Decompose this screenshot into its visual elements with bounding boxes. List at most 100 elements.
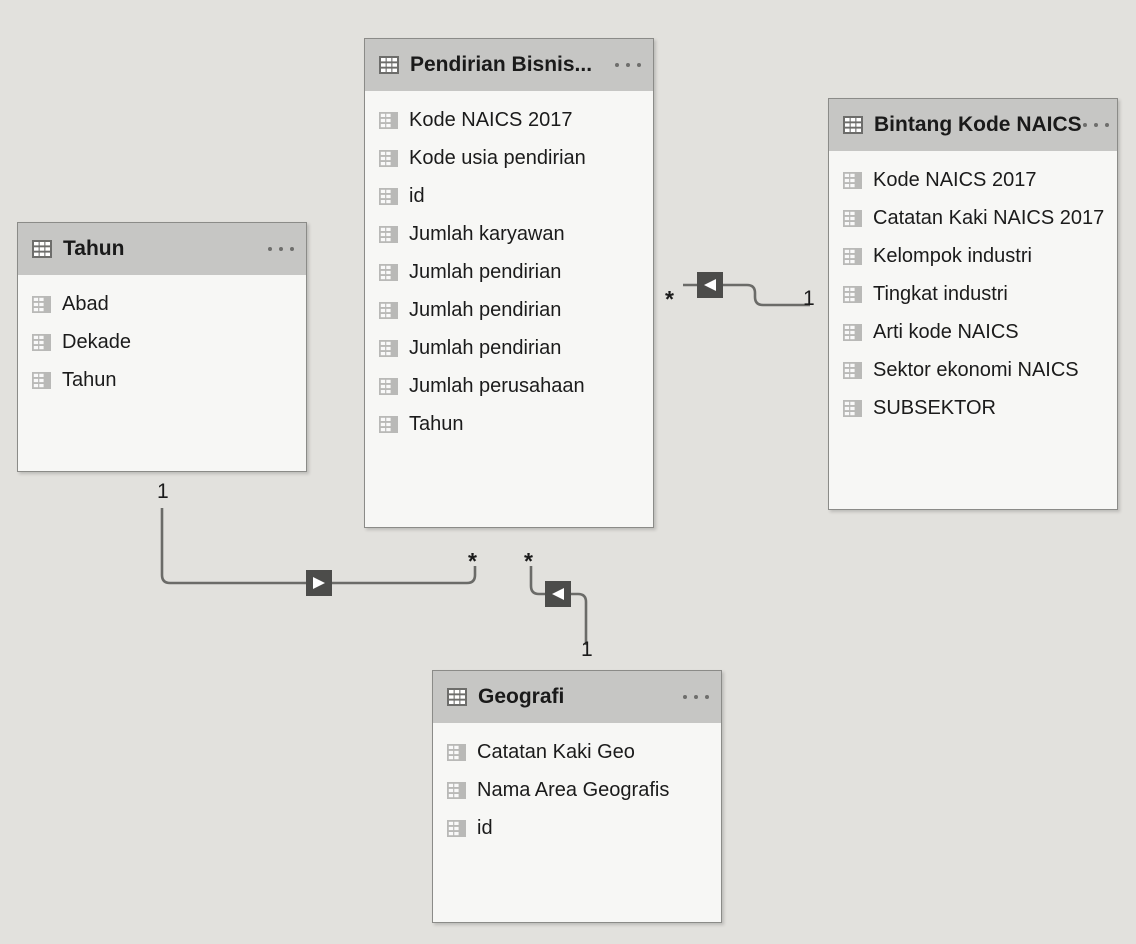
- field-label: Jumlah karyawan: [409, 222, 565, 245]
- field-label: Kelompok industri: [873, 244, 1032, 267]
- field-row[interactable]: Jumlah pendirian: [365, 291, 653, 329]
- field-label: Jumlah pendirian: [409, 260, 562, 283]
- field-row[interactable]: Kode usia pendirian: [365, 139, 653, 177]
- field-row[interactable]: Jumlah pendirian: [365, 253, 653, 291]
- table-grid-icon: [32, 240, 52, 258]
- table-title: Pendirian Bisnis...: [410, 53, 593, 76]
- column-grid-icon: [379, 149, 398, 167]
- cardinality-label-pendirian-geografi-one: 1: [581, 638, 593, 661]
- field-label: Abad: [62, 292, 109, 315]
- field-row[interactable]: Dekade: [18, 323, 306, 361]
- field-list-pendirian-bisnis: Kode NAICS 2017 Kode usia pendirian: [365, 91, 653, 443]
- column-grid-icon: [843, 171, 862, 189]
- table-card-tahun[interactable]: Tahun Abad: [17, 222, 307, 472]
- column-grid-icon: [843, 247, 862, 265]
- field-list-geografi: Catatan Kaki Geo Nama Area Geografis: [433, 723, 721, 847]
- table-grid-icon: [379, 56, 399, 74]
- relationship-pendirian-geografi[interactable]: [529, 566, 588, 645]
- table-title: Bintang Kode NAICS: [874, 113, 1082, 136]
- field-row[interactable]: id: [433, 809, 721, 847]
- field-label: Tingkat industri: [873, 282, 1008, 305]
- table-title: Geografi: [478, 685, 565, 708]
- more-options-icon[interactable]: [683, 695, 709, 699]
- field-label: id: [477, 816, 493, 839]
- table-header-bintang-kode-naics[interactable]: Bintang Kode NAICS: [829, 99, 1117, 151]
- field-row[interactable]: Kelompok industri: [829, 237, 1117, 275]
- table-header-tahun[interactable]: Tahun: [18, 223, 306, 275]
- relationship-pendirian-bintang[interactable]: [683, 283, 810, 307]
- column-grid-icon: [379, 225, 398, 243]
- column-grid-icon: [447, 743, 466, 761]
- column-grid-icon: [447, 819, 466, 837]
- column-grid-icon: [843, 361, 862, 379]
- column-grid-icon: [379, 377, 398, 395]
- field-row[interactable]: Catatan Kaki Geo: [433, 733, 721, 771]
- field-row[interactable]: Tahun: [365, 405, 653, 443]
- field-list-tahun: Abad Dekade: [18, 275, 306, 399]
- field-row[interactable]: Jumlah karyawan: [365, 215, 653, 253]
- table-header-pendirian-bisnis[interactable]: Pendirian Bisnis...: [365, 39, 653, 91]
- column-grid-icon: [32, 333, 51, 351]
- field-row[interactable]: SUBSEKTOR: [829, 389, 1117, 427]
- column-grid-icon: [379, 263, 398, 281]
- field-label: id: [409, 184, 425, 207]
- more-options-icon[interactable]: [615, 63, 641, 67]
- table-title: Tahun: [63, 237, 125, 260]
- field-list-bintang-kode-naics: Kode NAICS 2017 Catatan Kaki NAICS 2017: [829, 151, 1117, 427]
- field-label: SUBSEKTOR: [873, 396, 996, 419]
- field-label: Nama Area Geografis: [477, 778, 670, 801]
- cardinality-label-pendirian-geografi-many: *: [524, 548, 533, 574]
- column-grid-icon: [447, 781, 466, 799]
- column-grid-icon: [32, 295, 51, 313]
- field-row[interactable]: Arti kode NAICS: [829, 313, 1117, 351]
- column-grid-icon: [379, 111, 398, 129]
- arrow-left-icon: [697, 272, 723, 298]
- field-row[interactable]: Tahun: [18, 361, 306, 399]
- column-grid-icon: [379, 415, 398, 433]
- field-row[interactable]: id: [365, 177, 653, 215]
- table-grid-icon: [447, 688, 467, 706]
- table-grid-icon: [843, 116, 863, 134]
- field-label: Jumlah pendirian: [409, 336, 562, 359]
- table-card-geografi[interactable]: Geografi Catatan Kaki Geo: [432, 670, 722, 923]
- table-card-pendirian-bisnis[interactable]: Pendirian Bisnis... Kode NAICS 2017: [364, 38, 654, 528]
- field-label: Sektor ekonomi NAICS: [873, 358, 1079, 381]
- field-row[interactable]: Abad: [18, 285, 306, 323]
- field-label: Catatan Kaki Geo: [477, 740, 635, 763]
- field-row[interactable]: Jumlah pendirian: [365, 329, 653, 367]
- table-header-geografi[interactable]: Geografi: [433, 671, 721, 723]
- cardinality-label-tahun-pendirian-many: *: [468, 548, 477, 574]
- cardinality-label-pendirian-bintang-many: *: [665, 286, 674, 312]
- arrow-left-icon: [545, 581, 571, 607]
- field-row[interactable]: Kode NAICS 2017: [829, 161, 1117, 199]
- field-label: Arti kode NAICS: [873, 320, 1019, 343]
- field-label: Tahun: [409, 412, 464, 435]
- field-label: Kode NAICS 2017: [409, 108, 573, 131]
- field-label: Tahun: [62, 368, 117, 391]
- column-grid-icon: [843, 209, 862, 227]
- field-row[interactable]: Sektor ekonomi NAICS: [829, 351, 1117, 389]
- column-grid-icon: [843, 323, 862, 341]
- field-row[interactable]: Catatan Kaki NAICS 2017: [829, 199, 1117, 237]
- table-card-bintang-kode-naics[interactable]: Bintang Kode NAICS Kode NAICS 2017: [828, 98, 1118, 510]
- field-row[interactable]: Nama Area Geografis: [433, 771, 721, 809]
- column-grid-icon: [843, 285, 862, 303]
- more-options-icon[interactable]: [268, 247, 294, 251]
- field-label: Dekade: [62, 330, 131, 353]
- field-row[interactable]: Tingkat industri: [829, 275, 1117, 313]
- arrow-right-icon: [306, 570, 332, 596]
- more-options-icon[interactable]: [1083, 123, 1109, 127]
- field-row[interactable]: Kode NAICS 2017: [365, 101, 653, 139]
- field-label: Kode NAICS 2017: [873, 168, 1037, 191]
- column-grid-icon: [379, 187, 398, 205]
- field-row[interactable]: Jumlah perusahaan: [365, 367, 653, 405]
- column-grid-icon: [379, 339, 398, 357]
- field-label: Jumlah pendirian: [409, 298, 562, 321]
- field-label: Jumlah perusahaan: [409, 374, 585, 397]
- cardinality-label-tahun-pendirian-one: 1: [157, 480, 169, 503]
- field-label: Catatan Kaki NAICS 2017: [873, 206, 1105, 229]
- column-grid-icon: [379, 301, 398, 319]
- column-grid-icon: [843, 399, 862, 417]
- column-grid-icon: [32, 371, 51, 389]
